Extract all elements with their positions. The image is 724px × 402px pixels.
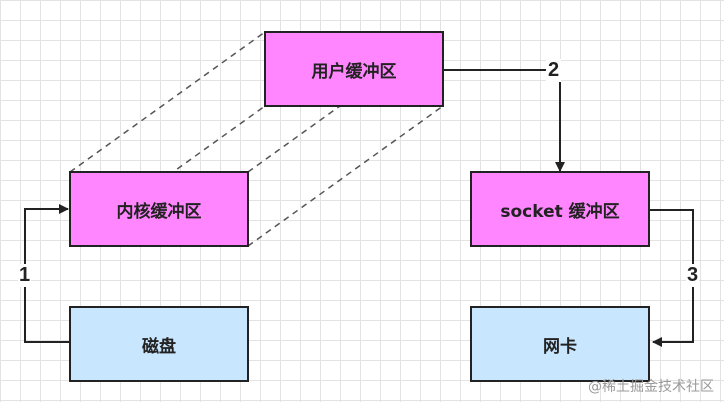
disk-box: 磁盘 <box>69 306 249 382</box>
arrow-user-to-socket <box>443 69 565 172</box>
dashed-line-bottom-left <box>69 105 266 247</box>
dashed-line-top-left <box>69 31 266 173</box>
kernel-buffer-label: 内核缓冲区 <box>116 201 202 222</box>
edge-label-2: 2 <box>546 59 562 82</box>
user-buffer-box: 用户缓冲区 <box>264 31 444 107</box>
edge-label-3: 3 <box>686 264 700 287</box>
nic-box: 网卡 <box>470 306 650 382</box>
socket-buffer-box: socket 缓冲区 <box>470 171 650 247</box>
dashed-line-bottom-right <box>247 105 444 247</box>
user-buffer-label: 用户缓冲区 <box>311 61 397 82</box>
disk-label: 磁盘 <box>142 336 176 357</box>
socket-buffer-label: socket 缓冲区 <box>500 201 620 222</box>
kernel-buffer-box: 内核缓冲区 <box>69 171 249 247</box>
edge-label-1: 1 <box>18 264 32 287</box>
watermark-text: @稀土掘金技术社区 <box>588 379 714 395</box>
arrow-disk-to-kernel <box>24 204 70 343</box>
nic-label: 网卡 <box>543 336 577 357</box>
